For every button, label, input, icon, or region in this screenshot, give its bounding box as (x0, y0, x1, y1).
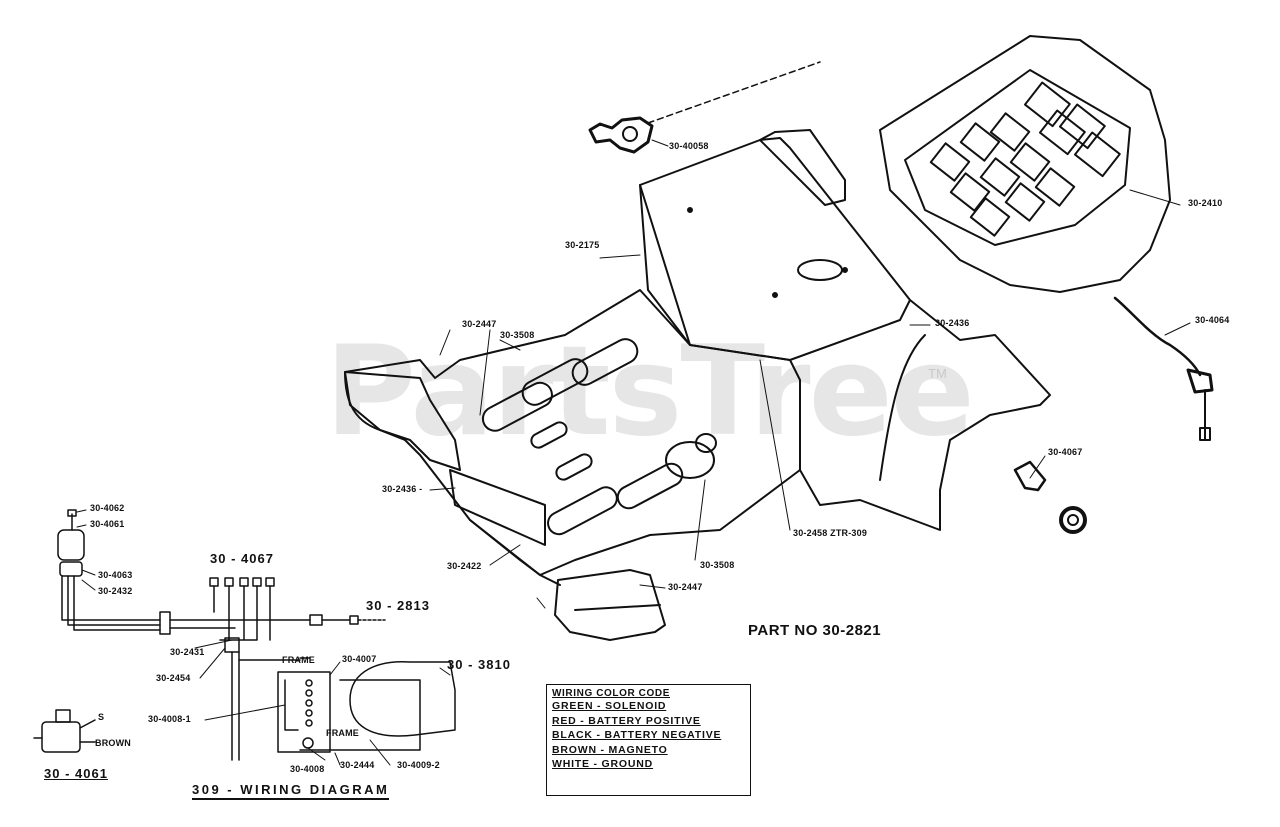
legend-row-green: GREEN - SOLENOID (552, 700, 667, 712)
callout-30-4064: 30-4064 (1195, 315, 1230, 325)
seat-part (879, 35, 1171, 293)
callout-30-4007: 30-4007 (342, 654, 377, 664)
callout-30-3508-bottom: 30-3508 (700, 560, 735, 570)
brown-wire-label: BROWN (95, 738, 131, 748)
wiring-diagram-drawing (33, 509, 456, 761)
callout-30-2447-bottom: 30-2447 (668, 582, 703, 592)
battery-terminal-s-label: S (98, 712, 105, 722)
callout-30-2432: 30-2432 (98, 586, 133, 596)
callout-30-2813: 30 - 2813 (366, 598, 430, 613)
callout-30-4067-right: 30-4067 (1048, 447, 1083, 457)
callout-30-4067-wiring: 30 - 4067 (210, 551, 274, 566)
callout-30-4008: 30-4008 (290, 764, 325, 774)
callout-30-2175: 30-2175 (565, 240, 600, 250)
callout-30-2410: 30-2410 (1188, 198, 1223, 208)
part-number: PART NO 30-2821 (748, 622, 882, 639)
key-switch-part (1013, 460, 1087, 534)
callout-30-4061-bottom: 30 - 4061 (44, 766, 108, 781)
callout-30-3810: 30 - 3810 (447, 657, 511, 672)
callout-30-2436-right: 30-2436 (935, 318, 970, 328)
legend-row-red: RED - BATTERY POSITIVE (552, 714, 701, 727)
callout-30-4009-2: 30-4009-2 (397, 760, 440, 770)
cable-part (1113, 296, 1214, 441)
callout-30-4008-1: 30-4008-1 (148, 714, 191, 724)
legend-row-brown: BROWN - MAGNETO (552, 743, 668, 756)
callout-30-2458: 30-2458 ZTR-309 (793, 528, 868, 538)
frame-body-part (344, 129, 1051, 641)
callout-30-2447-top: 30-2447 (462, 319, 497, 329)
legend-row-white: WHITE - GROUND (552, 758, 654, 771)
callout-30-4062: 30-4062 (90, 503, 125, 513)
wiring-diagram-caption: 309 - WIRING DIAGRAM (192, 782, 390, 800)
wiring-color-code-legend: WIRING COLOR CODE GREEN - SOLENOID RED -… (546, 684, 751, 796)
callout-30-2422: 30-2422 (447, 561, 482, 571)
callout-30-2431: 30-2431 (170, 647, 205, 657)
callout-leader-lines (76, 189, 1191, 766)
frame-label-top: FRAME (282, 655, 315, 665)
callout-30-2444: 30-2444 (340, 760, 375, 770)
callout-30-2454: 30-2454 (156, 673, 191, 683)
callout-30-4063: 30-4063 (98, 570, 133, 580)
legend-row-black: BLACK - BATTERY NEGATIVE (552, 729, 722, 742)
legend-title: WIRING COLOR CODE (552, 688, 670, 699)
throttle-control-part (588, 61, 821, 154)
callout-30-40058: 30-40058 (669, 141, 709, 151)
callout-30-4061: 30-4061 (90, 519, 125, 529)
callout-30-3508-top: 30-3508 (500, 330, 535, 340)
frame-label-bottom: FRAME (326, 728, 359, 738)
callout-30-2436-left: 30-2436 - (382, 484, 423, 494)
trademark-mark: TM (928, 366, 947, 381)
